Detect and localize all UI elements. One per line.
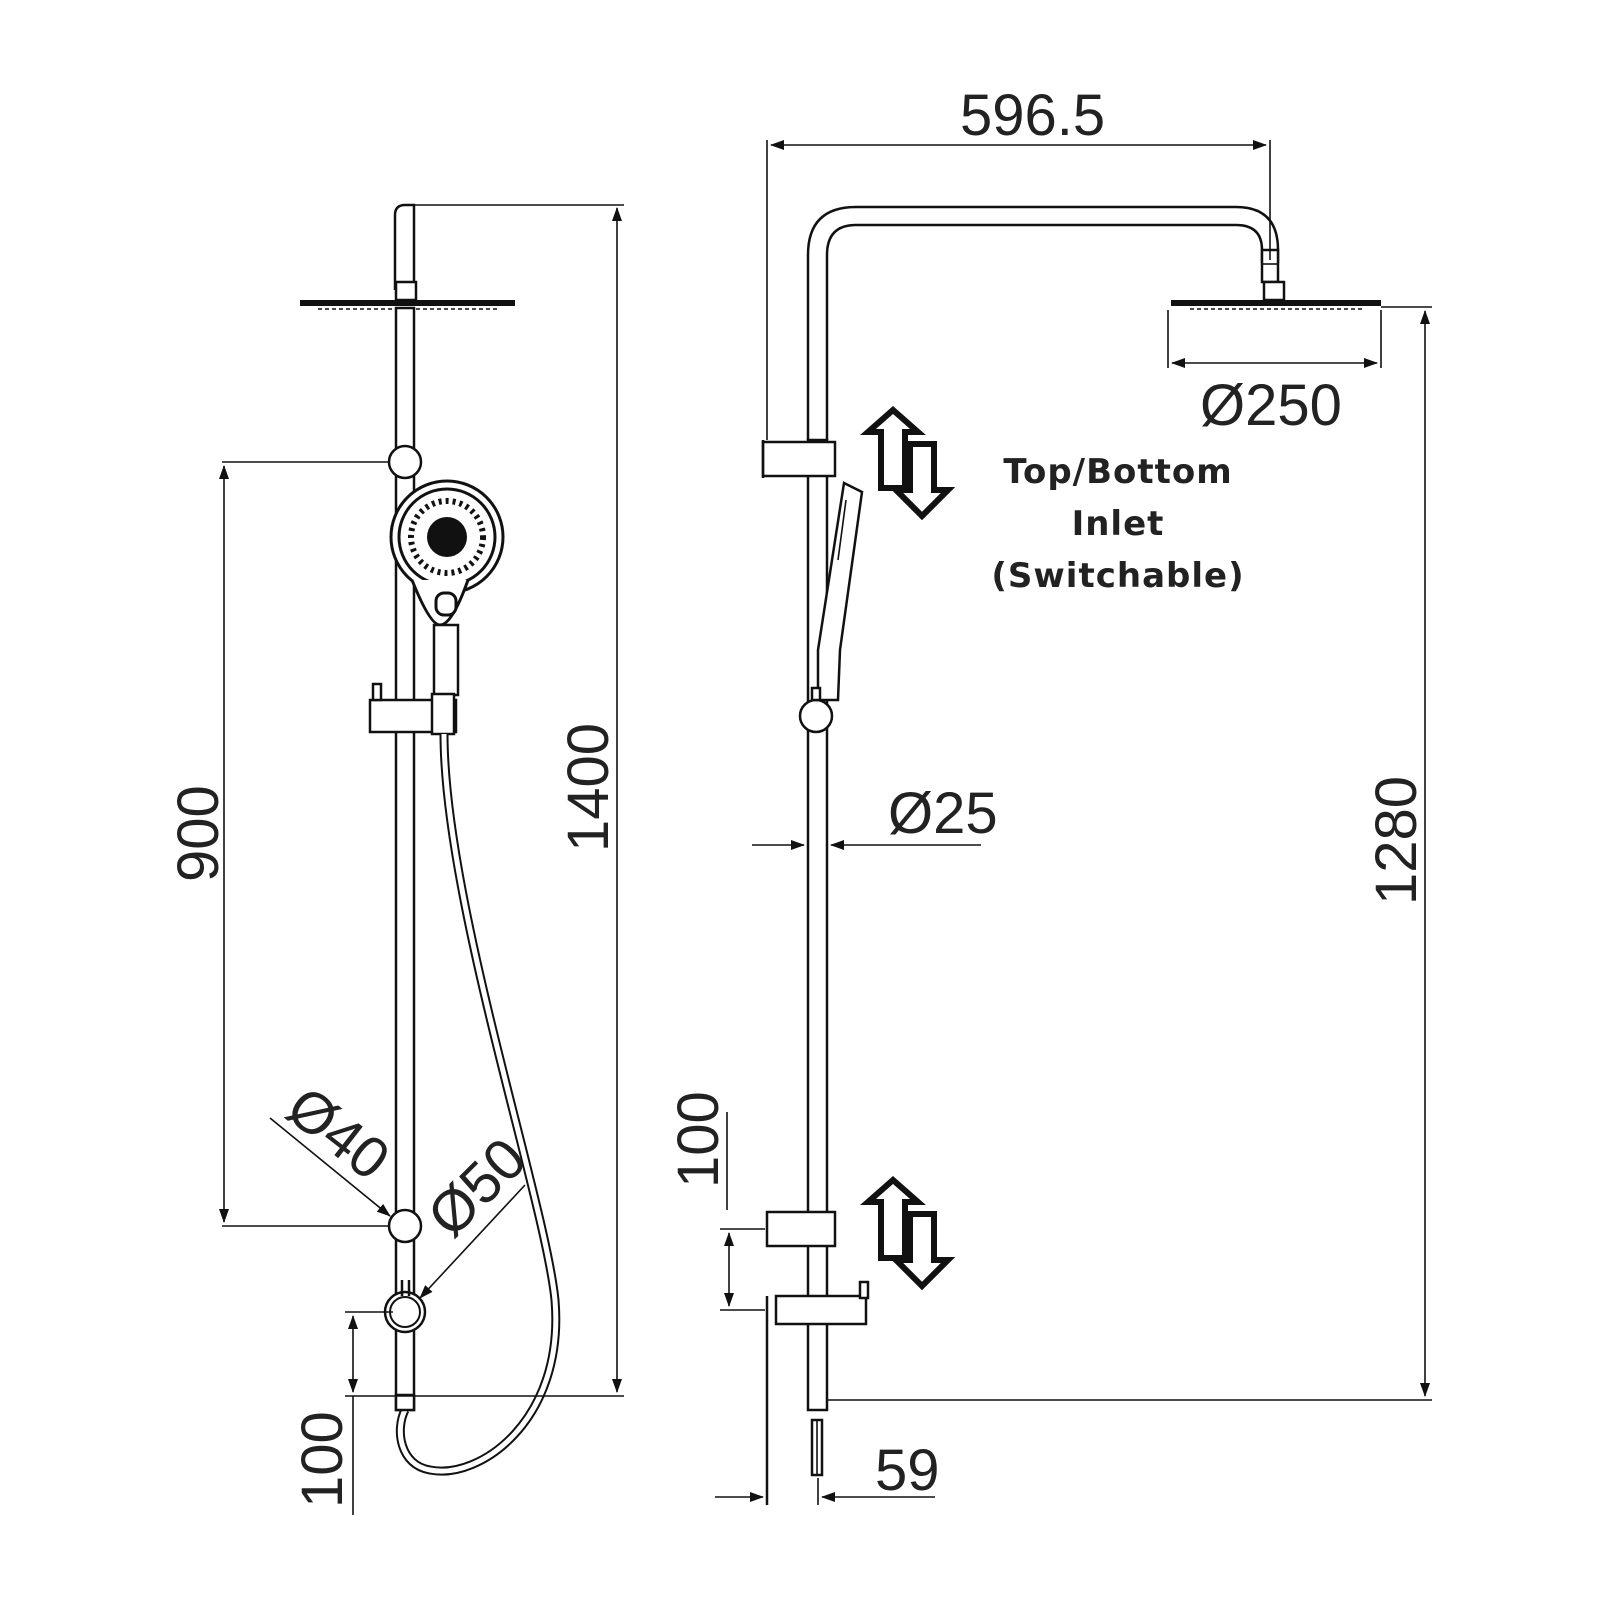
side-rain-head xyxy=(1171,300,1381,306)
front-rain-head xyxy=(300,300,515,306)
dim-side-bracket-spacing: 100 xyxy=(666,1091,731,1188)
front-view: 1400 900 Ø40 Ø50 100 xyxy=(166,203,624,1515)
side-top-bracket xyxy=(761,440,837,478)
inlet-label-line1: Top/Bottom xyxy=(1003,452,1232,492)
swap-arrows-icon xyxy=(868,1180,948,1286)
dim-side-rail-diameter: Ø25 xyxy=(888,781,998,846)
inlet-label-line3: (Switchable) xyxy=(991,556,1244,596)
dim-side-head-diameter: Ø250 xyxy=(1200,373,1342,438)
swap-arrows-icon xyxy=(868,410,948,516)
front-head-connector xyxy=(394,280,418,302)
front-bottom-bracket xyxy=(387,1208,423,1244)
dim-front-total-height: 1400 xyxy=(556,723,621,852)
dim-side-arm-length: 596.5 xyxy=(960,83,1105,148)
dim-front-holder-spacing: 900 xyxy=(166,785,231,882)
side-view: 596.5 Ø250 1280 Ø25 100 59 xyxy=(666,83,1432,1505)
dim-side-wall-offset: 59 xyxy=(875,1438,940,1503)
dim-front-bottom-offset: 100 xyxy=(290,1411,355,1508)
side-bottom-inlet xyxy=(765,1280,870,1505)
side-rail xyxy=(806,438,829,1412)
front-handheld-head xyxy=(389,479,505,697)
dim-front-bracket-diameter: Ø40 xyxy=(275,1074,401,1193)
front-top-pipe xyxy=(393,203,416,290)
inlet-label-line2: Inlet xyxy=(1072,504,1165,544)
front-top-bracket xyxy=(387,444,423,480)
dim-side-head-height: 1280 xyxy=(1364,776,1429,905)
side-bottom-bracket xyxy=(765,1210,837,1248)
side-handheld-holder xyxy=(798,698,834,734)
front-slider-holder xyxy=(368,682,458,736)
front-hose xyxy=(395,733,561,1476)
side-handheld xyxy=(816,481,864,702)
